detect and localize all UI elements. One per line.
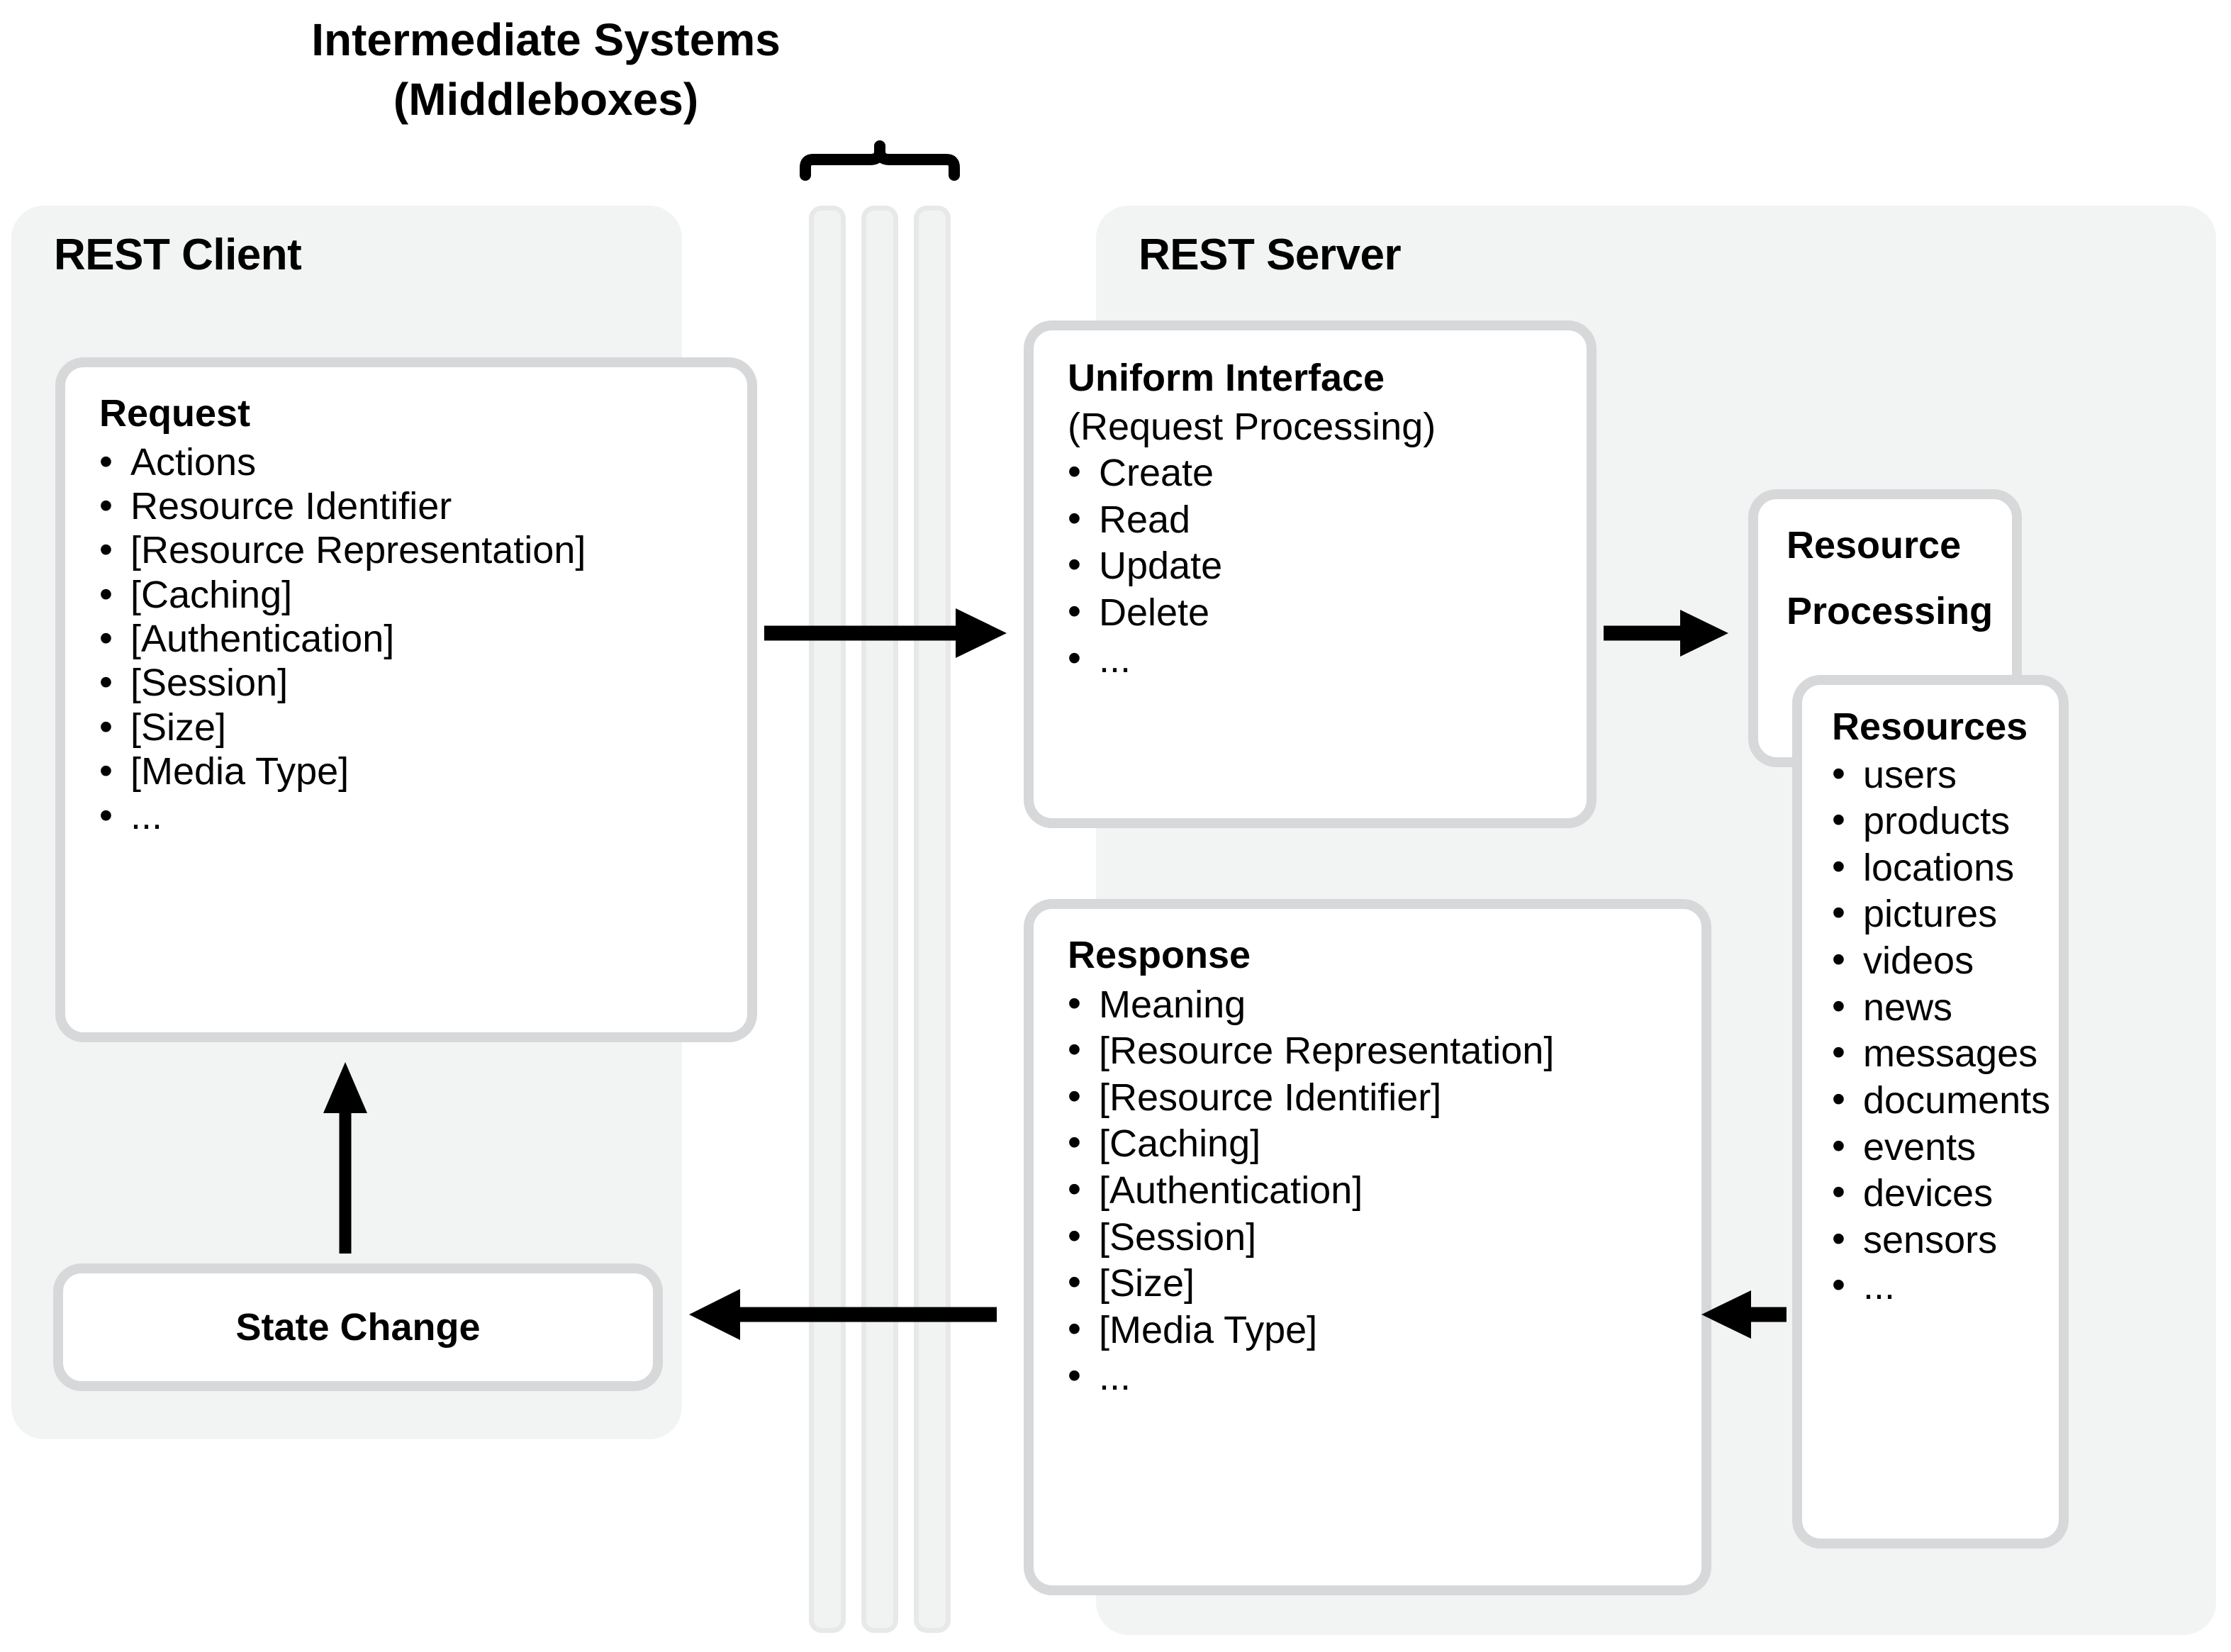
list-item: locations <box>1832 844 2047 892</box>
state-change-label: State Change <box>235 1306 481 1349</box>
middlebox-brace-icon <box>800 140 960 181</box>
uniform-interface-card-body: Uniform Interface (Request Processing) C… <box>1034 330 1587 704</box>
list-item: [Resource Representation] <box>1068 1027 1673 1075</box>
list-item: events <box>1832 1124 2047 1171</box>
request-card-body: Request Actions Resource Identifier [Res… <box>65 367 747 859</box>
resource-processing-line2: Processing <box>1787 589 1994 632</box>
uniform-interface-item-list: Create Read Update Delete ... <box>1068 450 1558 683</box>
uniform-interface-card-title: Uniform Interface <box>1068 357 1385 399</box>
list-item: [Authentication] <box>99 616 719 661</box>
uniform-interface-card-subtitle: (Request Processing) <box>1068 405 1436 448</box>
state-change-card: State Change <box>53 1263 663 1391</box>
list-item: [Size] <box>1068 1260 1673 1307</box>
list-item: [Authentication] <box>1068 1167 1673 1215</box>
resource-processing-line1: Resource <box>1787 524 1962 567</box>
resources-item-list: users products locations pictures videos… <box>1832 752 2050 1310</box>
diagram-title-line1: Intermediate Systems <box>311 14 781 65</box>
rest-client-title: REST Client <box>54 230 302 279</box>
list-item: [Resource Identifier] <box>1068 1074 1673 1122</box>
list-item: Read <box>1068 496 1558 544</box>
response-card: Response Meaning [Resource Representatio… <box>1024 899 1711 1595</box>
list-item: [Session] <box>1068 1214 1673 1261</box>
list-item: sensors <box>1832 1217 2047 1264</box>
resources-card: Resources users products locations pictu… <box>1792 675 2069 1548</box>
response-card-body: Response Meaning [Resource Representatio… <box>1034 909 1701 1422</box>
list-item: Resource Identifier <box>99 484 719 528</box>
middlebox-bar-2 <box>861 206 898 1633</box>
list-item: news <box>1832 984 2047 1032</box>
list-item: Actions <box>99 440 719 484</box>
uniform-interface-card: Uniform Interface (Request Processing) C… <box>1024 320 1597 828</box>
list-item: Meaning <box>1068 981 1673 1029</box>
list-item: [Session] <box>99 660 719 705</box>
list-item: ... <box>1832 1263 2047 1310</box>
list-item: [Media Type] <box>1068 1307 1673 1354</box>
rest-server-title: REST Server <box>1139 230 1402 279</box>
list-item: documents <box>1832 1077 2050 1124</box>
list-item: [Media Type] <box>99 749 719 793</box>
list-item: devices <box>1832 1170 2047 1217</box>
list-item: videos <box>1832 937 2047 985</box>
list-item: ... <box>1068 636 1558 683</box>
list-item: users <box>1832 752 2047 799</box>
response-card-title: Response <box>1068 934 1251 976</box>
list-item: ... <box>99 793 719 838</box>
request-item-list: Actions Resource Identifier [Resource Re… <box>99 440 719 838</box>
list-item: [Resource Representation] <box>99 528 719 572</box>
resource-processing-card-body: Resource Processing <box>1758 499 2012 652</box>
diagram-title: Intermediate Systems (Middleboxes) <box>262 10 829 130</box>
list-item: [Size] <box>99 705 719 749</box>
request-card: Request Actions Resource Identifier [Res… <box>55 357 757 1042</box>
list-item: [Caching] <box>99 572 719 617</box>
list-item: pictures <box>1832 891 2047 938</box>
request-card-title: Request <box>99 392 251 435</box>
diagram-title-line2: (Middleboxes) <box>393 74 699 125</box>
middlebox-bar-3 <box>914 206 951 1633</box>
list-item: products <box>1832 798 2047 845</box>
list-item: Delete <box>1068 589 1558 637</box>
list-item: [Caching] <box>1068 1120 1673 1168</box>
resources-card-body: Resources users products locations pictu… <box>1802 685 2059 1324</box>
resources-card-title: Resources <box>1832 705 2028 748</box>
response-item-list: Meaning [Resource Representation] [Resou… <box>1068 981 1673 1401</box>
list-item: messages <box>1832 1030 2047 1078</box>
middlebox-bar-1 <box>809 206 846 1633</box>
list-item: ... <box>1068 1354 1673 1401</box>
list-item: Create <box>1068 450 1558 497</box>
list-item: Update <box>1068 542 1558 590</box>
